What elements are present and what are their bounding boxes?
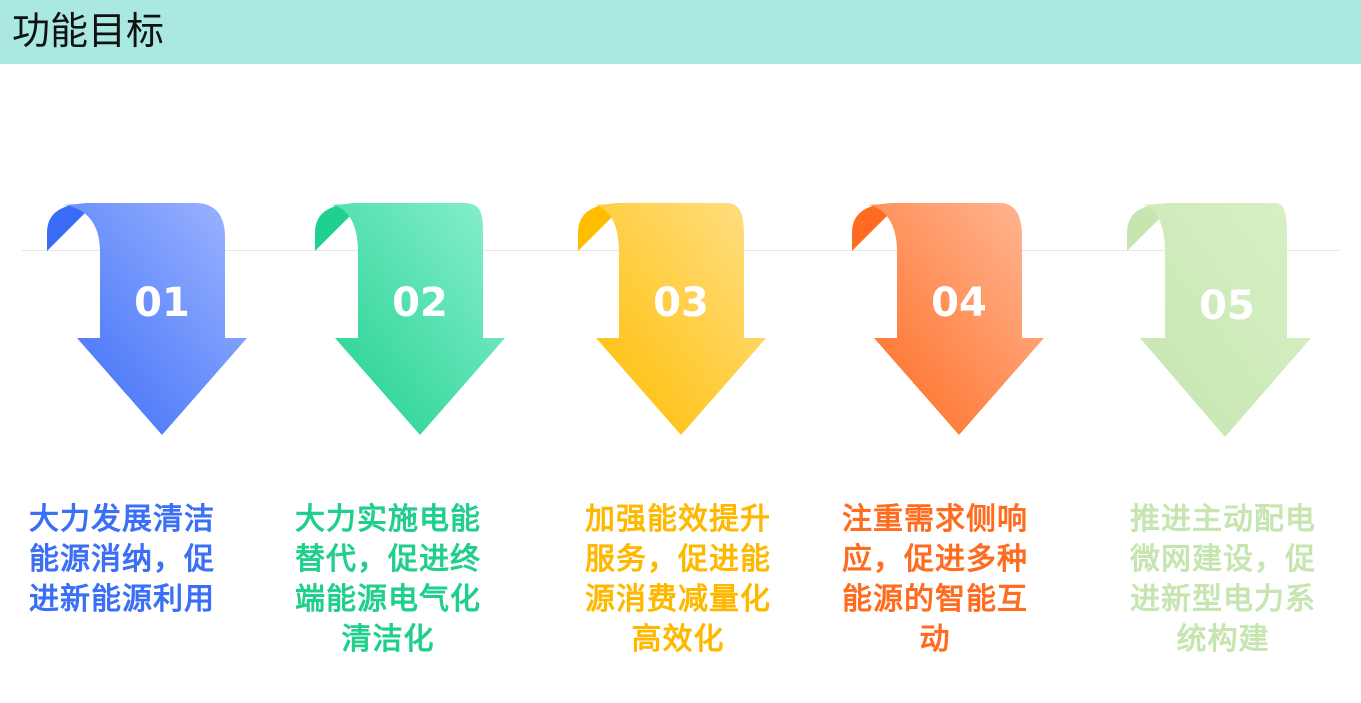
page-title: 功能目标 [12, 9, 165, 53]
goal-1-text: 大力发展清洁 能源消纳，促 进新能源利用 [29, 502, 215, 617]
header-bar: 功能目标 [0, 0, 1361, 64]
goal-2-number: 02 [392, 280, 448, 326]
goal-2-text: 大力实施电能 替代，促进终 端能源电气化 清洁化 [295, 502, 481, 657]
goal-1-arrow-icon: 01 [47, 203, 247, 435]
goal-5-arrow-icon: 05 [1127, 203, 1311, 437]
goal-3-number: 03 [653, 280, 709, 326]
goal-3-text: 加强能效提升 服务，促进能 源消费减量化 高效化 [585, 502, 771, 657]
goal-4-arrow-icon: 04 [852, 203, 1044, 435]
goal-2-arrow-icon: 02 [315, 203, 505, 435]
goal-4-number: 04 [931, 280, 987, 326]
goal-4-text: 注重需求侧响 应，促进多种 能源的智能互 动 [842, 502, 1028, 657]
goal-5-number: 05 [1199, 283, 1255, 329]
goal-5-text: 推进主动配电 微网建设，促 进新型电力系 统构建 [1130, 502, 1316, 657]
goal-3-arrow-icon: 03 [578, 203, 766, 435]
goal-1-number: 01 [134, 280, 190, 326]
